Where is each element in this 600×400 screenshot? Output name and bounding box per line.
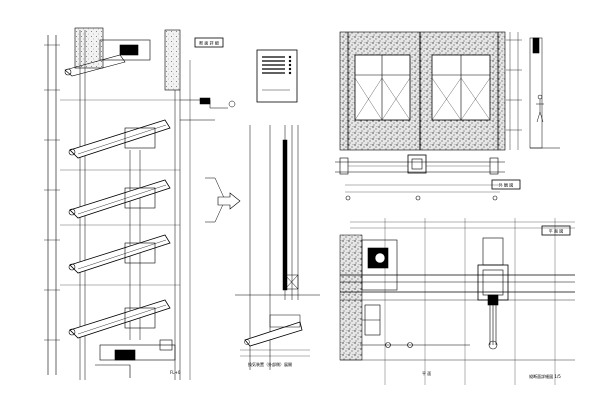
elevation-plan-strip (335, 154, 505, 201)
legend-box (256, 49, 298, 103)
window-left (354, 54, 411, 121)
level-mark: FL+0 (170, 370, 181, 375)
louver-blade (68, 234, 171, 274)
plan-sub-label: 平 面 (422, 371, 431, 376)
elevation-title: 外 観 図 (499, 182, 514, 188)
mullion-caption: 換気装置（外部側）展開 (248, 361, 292, 367)
mullion-panel: 換気装置（外部側）展開 (235, 49, 320, 370)
section-title: 断 面 詳 細 (199, 40, 219, 46)
arrow-right-icon (217, 192, 241, 210)
louver-blade (68, 179, 171, 219)
person-scale-figure (536, 94, 544, 123)
elevation-panel: 外 観 図 (335, 31, 560, 201)
mullion-plan-section (477, 237, 509, 350)
sill-detail (95, 339, 176, 378)
louver-blade (68, 299, 171, 339)
plan-title: 平 面 図 (549, 229, 564, 234)
head-detail (64, 39, 151, 77)
plan-panel: 平 面 図 (339, 218, 575, 385)
plan-title-box (541, 225, 571, 236)
section-title-box (194, 37, 224, 48)
section-detail-panel: 断 面 詳 細 (44, 27, 241, 380)
plan-caption: 縦断面詳細図 1/5 (529, 373, 561, 379)
louver-blade (68, 119, 171, 159)
elevation-title-box (491, 179, 521, 190)
